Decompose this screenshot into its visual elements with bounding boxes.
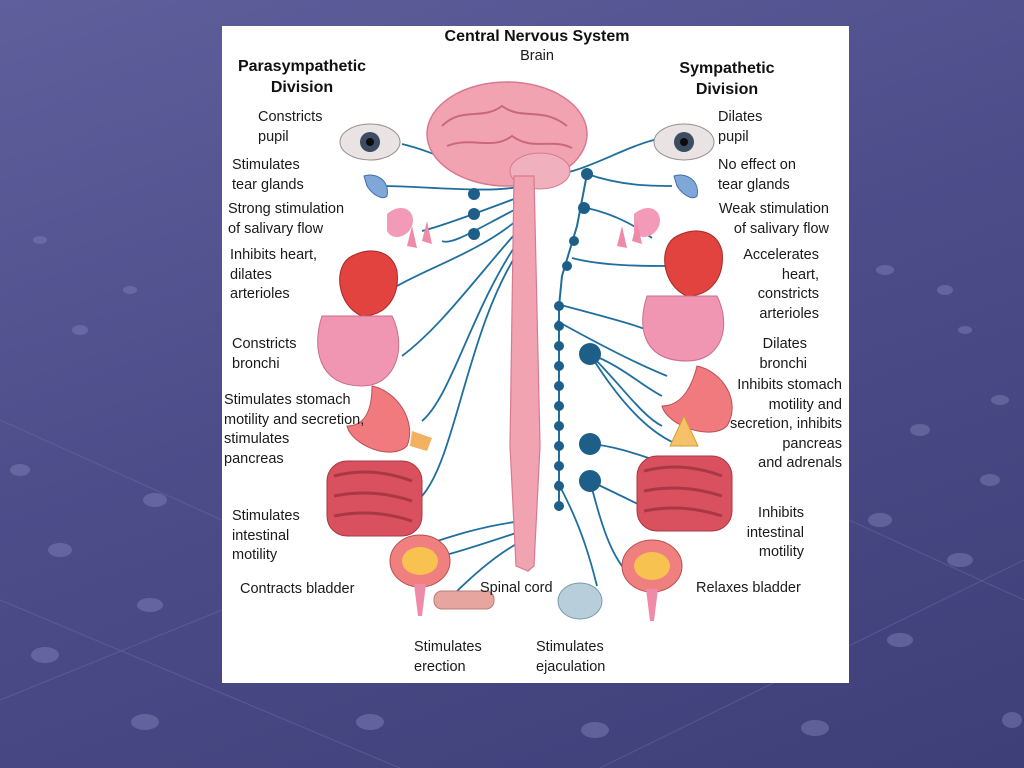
sympathetic-chain xyxy=(558,173,588,511)
left-intestine-label: Stimulates intestinal motility xyxy=(232,508,300,563)
right-eye-label: Dilates pupil xyxy=(718,109,763,145)
left-bladder-label: Contracts bladder xyxy=(240,581,355,597)
left-eye-label: Constricts pupil xyxy=(258,109,323,145)
sympathetic-nerves xyxy=(541,137,683,587)
right-intestine-label: Inhibits intestinal motility xyxy=(746,505,804,560)
brain-label: Brain xyxy=(520,48,554,64)
left-organs xyxy=(317,123,495,616)
left-lungs-label: Constricts bronchi xyxy=(232,336,297,372)
nervous-system-illustration xyxy=(317,81,733,621)
right-organs xyxy=(557,123,733,621)
left-tear-label: Stimulates tear glands xyxy=(232,157,304,193)
left-salivary-label: Strong stimulation of salivary flow xyxy=(228,201,345,237)
right-stomach-label: Inhibits stomach motility and secretion,… xyxy=(729,377,842,471)
ganglia xyxy=(468,168,601,511)
diagram-panel: Central Nervous System Brain Parasympath… xyxy=(222,26,849,683)
sympathetic-header: Sympathetic Division xyxy=(679,60,775,98)
right-tear-label: No effect on tear glands xyxy=(718,157,796,193)
right-lungs-label: Dilates bronchi xyxy=(759,336,807,372)
brain-graphic xyxy=(426,81,588,190)
parasympathetic-header: Parasympathetic Division xyxy=(237,58,367,96)
spinal-cord-graphic xyxy=(509,175,541,572)
left-stomach-label: Stimulates stomach motility and secretio… xyxy=(224,392,365,467)
spinal-cord-label: Spinal cord xyxy=(480,580,553,596)
ejaculation-label: Stimulates ejaculation xyxy=(536,639,606,675)
erection-label: Stimulates erection xyxy=(414,639,482,675)
left-heart-label: Inhibits heart, dilates arterioles xyxy=(230,247,318,302)
right-bladder-label: Relaxes bladder xyxy=(696,580,801,596)
diagram-title: Central Nervous System xyxy=(444,28,630,45)
right-salivary-label: Weak stimulation of salivary flow xyxy=(718,201,829,237)
right-heart-label: Accelerates heart, constricts arterioles xyxy=(743,247,819,322)
